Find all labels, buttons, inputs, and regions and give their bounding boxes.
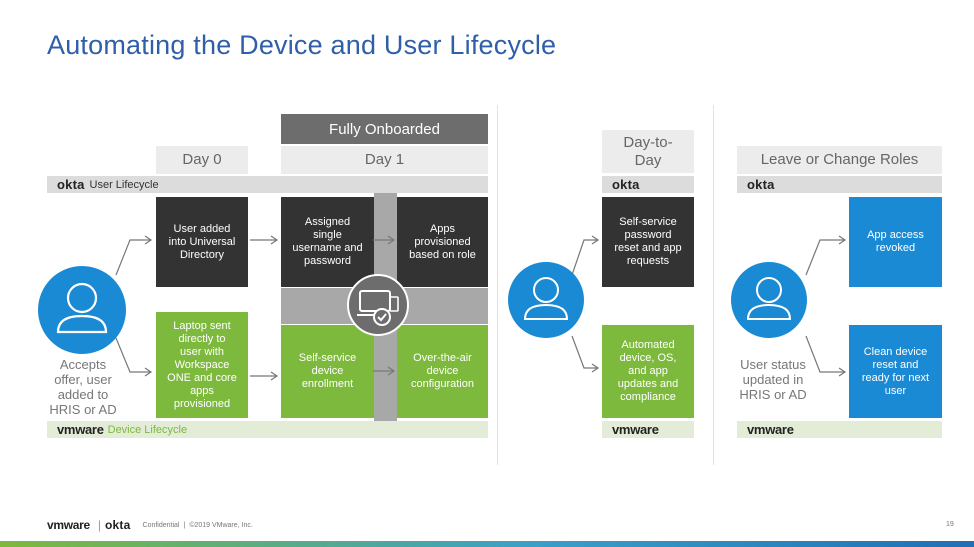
day0-header: Day 0: [156, 146, 248, 174]
okta-logo: okta: [612, 177, 640, 192]
fully-onboarded-header: Fully Onboarded: [281, 114, 488, 144]
okta-bar-leave: okta: [737, 176, 942, 193]
page-number: 19: [946, 521, 954, 528]
slide-title: Automating the Device and User Lifecycle: [47, 30, 557, 60]
employee-person-icon: [508, 262, 584, 338]
day-to-day-header: Day-to- Day: [602, 130, 694, 173]
automated-updates-box: Automated device, OS, and app updates an…: [602, 325, 694, 418]
okta-bar-daytoday: okta: [602, 176, 694, 193]
user-status-caption: User status updated in HRIS or AD: [739, 357, 807, 402]
footer-okta-logo: okta: [105, 518, 131, 532]
self-service-password-box: Self-service password reset and app requ…: [602, 197, 694, 287]
vmware-logo: vmware: [57, 422, 104, 437]
footer-pipe: |: [183, 521, 186, 529]
vmware-device-lifecycle-bar: vmware Device Lifecycle: [47, 421, 488, 438]
okta-logo: okta: [747, 177, 775, 192]
section-divider: [713, 105, 714, 465]
laptop-sent-box: Laptop sent directly to user with Worksp…: [156, 312, 248, 418]
okta-user-lifecycle-bar: okta User Lifecycle: [47, 176, 488, 193]
user-lifecycle-label: User Lifecycle: [89, 178, 159, 191]
bottom-gradient-bar: [0, 541, 974, 547]
leave-change-roles-header: Leave or Change Roles: [737, 146, 942, 174]
clean-device-box: Clean device reset and ready for next us…: [849, 325, 942, 418]
departing-person-icon: [731, 262, 807, 338]
ota-configuration-box: Over-the-air device configuration: [397, 325, 488, 418]
footer-copyright: ©2019 VMware, Inc.: [189, 521, 253, 529]
footer-separator: |: [97, 518, 102, 532]
okta-logo: okta: [57, 177, 85, 192]
vmware-bar-daytoday: vmware: [602, 421, 694, 438]
footer-vmware-logo: vmware: [47, 518, 90, 532]
footer: vmware | okta Confidential | ©2019 VMwar…: [47, 518, 253, 532]
accepts-offer-caption: Accepts offer, user added to HRIS or AD: [49, 357, 117, 417]
self-service-enrollment-box: Self-service device enrollment: [281, 325, 374, 418]
assigned-credentials-box: Assigned single username and password: [281, 197, 374, 287]
footer-confidential: Confidential: [142, 521, 180, 529]
apps-provisioned-box: Apps provisioned based on role: [397, 197, 488, 287]
section-divider: [497, 105, 498, 465]
vmware-logo: vmware: [612, 422, 659, 437]
new-user-person-icon: [38, 266, 126, 354]
user-added-box: User added into Universal Directory: [156, 197, 248, 287]
day1-header: Day 1: [281, 146, 488, 174]
devices-check-icon: [346, 273, 410, 337]
vmware-bar-leave: vmware: [737, 421, 942, 438]
app-access-revoked-box: App access revoked: [849, 197, 942, 287]
vmware-logo: vmware: [747, 422, 794, 437]
device-lifecycle-label: Device Lifecycle: [107, 423, 188, 436]
